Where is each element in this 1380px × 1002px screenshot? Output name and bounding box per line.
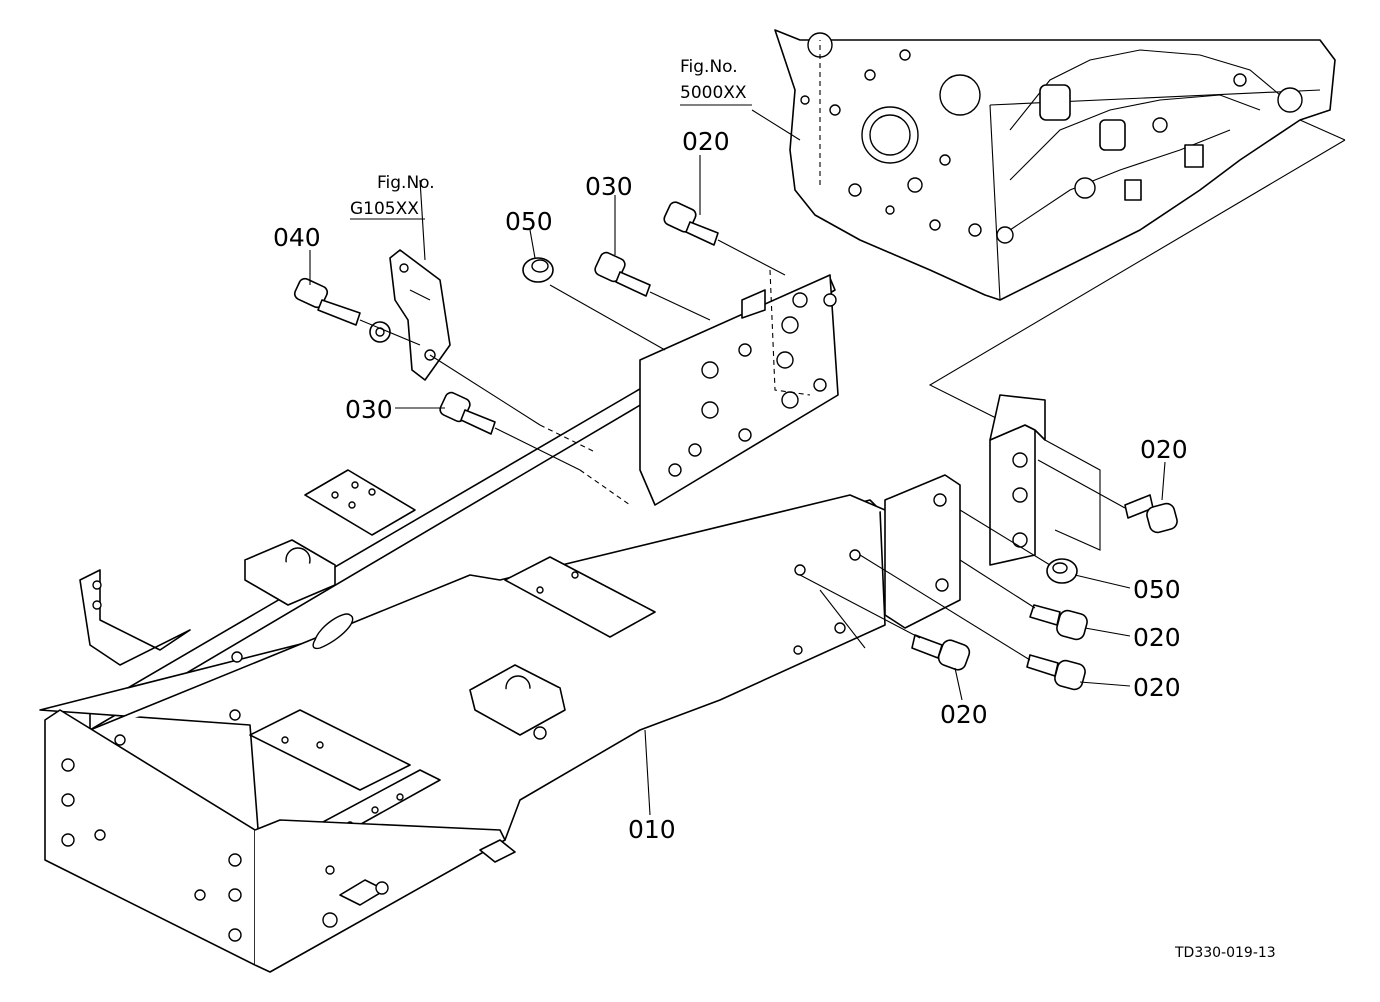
- part-label-020-bottom: 020: [940, 700, 988, 729]
- part-label-020-right-mid: 020: [1133, 623, 1181, 652]
- bracket-g105xx-illustration: [389, 179, 451, 381]
- bolt-020-right-top: [1124, 494, 1178, 534]
- part-label-020-right-top: 020: [1140, 435, 1188, 464]
- fig-ref-code-top: 5000XX: [680, 83, 747, 103]
- part-label-030-top: 030: [585, 172, 633, 201]
- label-leaders: [309, 155, 1166, 816]
- collar-050-top: [522, 257, 554, 283]
- part-label-040: 040: [273, 223, 321, 252]
- bolt-040: [293, 277, 391, 343]
- part-label-050-top: 050: [505, 207, 553, 236]
- part-label-050-right: 050: [1133, 575, 1181, 604]
- fig-ref-label-bracket: Fig.No.: [377, 173, 435, 193]
- drawing-code: TD330-019-13: [1174, 945, 1276, 961]
- bolt-020-top: [663, 201, 719, 246]
- bolt-020-right-low: [1026, 654, 1086, 691]
- fig-ref-label-top: Fig.No.: [680, 57, 738, 77]
- assembly-lines: [359, 239, 1126, 661]
- bolt-020-bottom: [911, 634, 971, 671]
- part-label-030-left: 030: [345, 395, 393, 424]
- collar-050-right: [1046, 558, 1078, 584]
- bolt-030-left: [439, 391, 496, 435]
- part-label-010: 010: [628, 815, 676, 844]
- fig-ref-code-bracket: G105XX: [350, 199, 419, 219]
- bolt-030-top: [594, 251, 651, 297]
- engine-block-illustration: [774, 29, 1346, 301]
- main-frame-assembly: [39, 274, 886, 973]
- part-label-020-top: 020: [682, 127, 730, 156]
- rear-mount-blocks: [884, 394, 1101, 629]
- bolt-020-right-mid: [1029, 604, 1088, 641]
- part-label-020-right-low: 020: [1133, 673, 1181, 702]
